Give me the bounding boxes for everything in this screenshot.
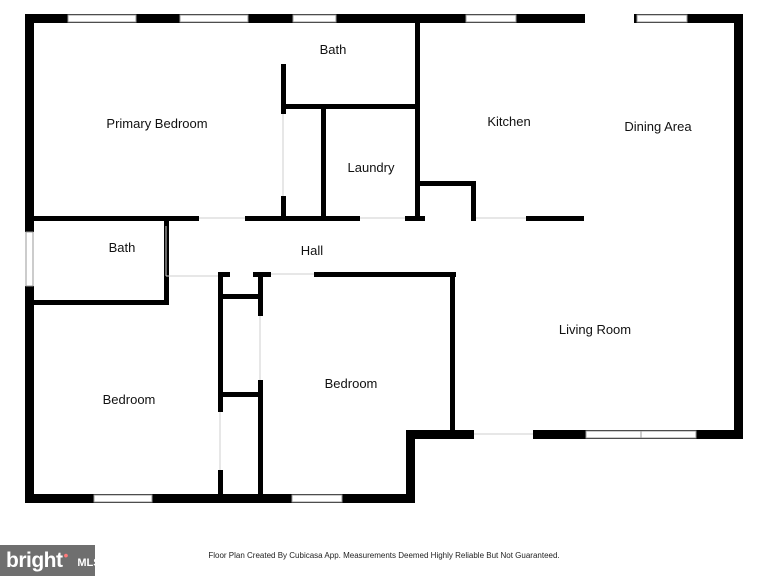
floor-plan-disclaimer: Floor Plan Created By Cubicasa App. Meas… xyxy=(208,551,560,560)
logo-accent-icon: • xyxy=(63,546,69,563)
wall-kitchen-closet-top xyxy=(420,181,476,186)
wall-right xyxy=(734,14,743,438)
logo-suffix: MLS xyxy=(77,557,101,569)
logo-brand: bright xyxy=(6,548,63,572)
wall-closet-shelf-b xyxy=(223,392,261,397)
label-laundry: Laundry xyxy=(348,160,395,175)
wall-closet-shelf-a xyxy=(223,294,261,299)
wall-left-lower xyxy=(25,286,34,503)
door-openings xyxy=(165,114,533,470)
window xyxy=(465,14,517,23)
window xyxy=(636,14,688,23)
window xyxy=(93,494,153,503)
wall-kitchen-closet-right xyxy=(471,181,476,221)
window xyxy=(179,14,249,23)
wall-bath-top-bottom xyxy=(281,104,420,109)
wall-laundry-left xyxy=(321,109,326,221)
wall-closet-right-b xyxy=(258,380,263,500)
label-bath-left: Bath xyxy=(109,240,136,255)
wall-left-upper xyxy=(25,14,34,232)
wall-step-horizontal xyxy=(406,430,474,439)
wall-upper-horizontal-a xyxy=(34,216,199,221)
wall-closet-left xyxy=(218,272,223,412)
label-bath-top: Bath xyxy=(320,42,347,57)
window xyxy=(25,231,34,287)
wall-bath-top-left-b xyxy=(281,196,286,218)
label-bedroom-center: Bedroom xyxy=(325,376,378,391)
wall-step-vertical xyxy=(406,430,415,503)
exterior-walls xyxy=(25,14,743,503)
wall-hall-bottom-c xyxy=(314,272,456,277)
wall-bath-top-left-a xyxy=(281,64,286,114)
wall-upper-horizontal-b xyxy=(245,216,360,221)
window xyxy=(67,14,137,23)
label-dining-area: Dining Area xyxy=(624,119,692,134)
wall-closet-left-lower xyxy=(218,470,223,500)
bright-mls-logo: bright • MLS xyxy=(0,545,101,576)
room-labels: Primary Bedroom Bath Laundry Kitchen Din… xyxy=(103,42,693,407)
label-hall: Hall xyxy=(301,243,324,258)
label-bedroom-left: Bedroom xyxy=(103,392,156,407)
wall-top-right xyxy=(634,14,742,23)
window xyxy=(291,494,343,503)
interior-walls xyxy=(34,23,584,500)
floor-plan: Primary Bedroom Bath Laundry Kitchen Din… xyxy=(25,14,743,503)
label-primary-bedroom: Primary Bedroom xyxy=(106,116,207,131)
wall-bath-left-bottom xyxy=(34,300,169,305)
wall-upper-horizontal-d xyxy=(526,216,584,221)
wall-kitchen-left xyxy=(415,23,420,221)
window xyxy=(292,14,337,23)
wall-hall-bottom-a xyxy=(218,272,230,277)
wall-bedroom-center-right xyxy=(450,272,455,434)
label-kitchen: Kitchen xyxy=(487,114,530,129)
label-living-room: Living Room xyxy=(559,322,631,337)
windows xyxy=(25,14,697,503)
